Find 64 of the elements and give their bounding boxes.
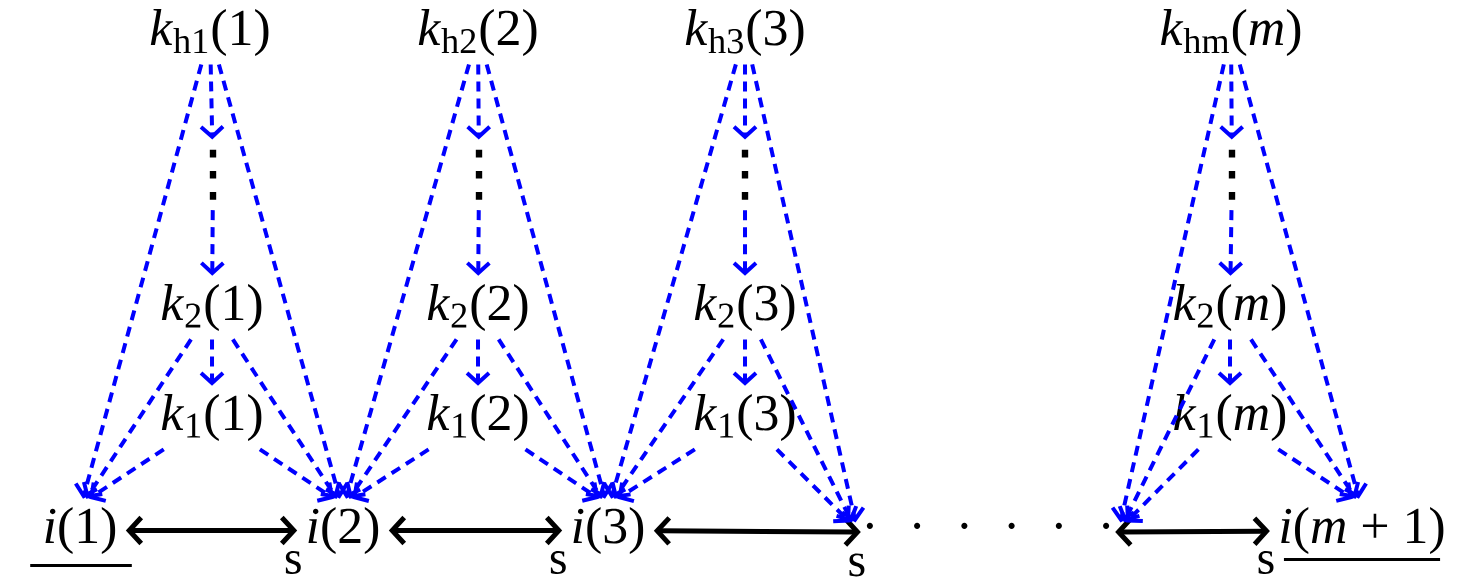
variable-label: k$_{2}$(3) [694,284,795,332]
dashed-arrow [200,210,225,276]
dashed-arrow [216,63,349,499]
dashed-arrow [602,63,738,499]
dashed-arrow [337,63,471,499]
vertical-ellipsis: ⋮ [209,149,217,200]
dashed-arrow [1125,448,1200,524]
vertical-ellipsis: ⋮ [741,149,749,200]
variable-label: i(m + 1) [1281,507,1444,554]
variable-label: k$_{2}$(2) [427,284,528,332]
dashed-arrow [199,64,225,140]
variable-label: k$_{h2}$(2) [418,9,537,57]
dashed-arrow [1237,63,1368,499]
dashed-arrow [231,338,342,499]
dashed-arrow [345,338,459,499]
dashed-arrow [524,447,599,503]
double-arrow [653,516,861,547]
dashed-arrow [258,447,334,503]
dashed-arrow [1117,338,1217,523]
vertical-ellipsis: ⋮ [475,149,483,200]
dashed-arrow [1218,210,1243,276]
dashed-arrow [465,339,491,386]
variable-label: k$_{1}$(1) [161,394,262,441]
dashed-arrow [497,338,607,499]
dashed-arrow [610,338,725,499]
variable-label: k$_{hm}$(m) [1161,9,1301,57]
variable-label: k$_{h3}$(3) [685,9,804,57]
horizontal-ellipsis: · · · · · · [866,522,1110,529]
double-arrow [388,515,563,546]
dashed-arrow [617,447,696,504]
edge-label: s [1258,551,1274,575]
dashed-arrow [81,338,193,499]
edge-label: s [550,551,566,575]
dashed-arrow [775,448,851,524]
dashed-arrow [1110,63,1226,523]
variable-label: k$_{2}$(m) [1174,284,1286,332]
edge-label: s [285,551,301,575]
dashed-arrow [1217,339,1243,386]
dashed-arrow [1277,447,1353,503]
dashed-arrow [759,338,859,523]
dashed-arrow [466,210,491,276]
vertical-ellipsis: ⋮ [1228,149,1236,200]
dashed-arrow [732,339,758,386]
variable-label: i(3) [573,507,644,554]
dashed-arrow [466,64,492,140]
dashed-arrow [732,210,758,276]
dashed-arrow [1219,64,1245,140]
double-arrow [125,515,298,546]
dashed-arrow [352,447,430,503]
variable-label: k$_{h1}$(1) [150,9,269,57]
variable-label: k$_{1}$(3) [694,394,795,441]
dashed-arrow [89,447,165,503]
dashed-arrow [199,339,225,386]
dashed-arrow [484,63,614,499]
dashed-arrow [750,63,866,523]
dashed-arrow [732,64,758,140]
variable-label: i(1) [45,507,116,554]
variable-label: i(2) [308,507,379,554]
dashed-arrow [74,63,204,499]
edge-label: s [849,553,865,577]
double-arrow [1115,516,1270,547]
dashed-arrow [1249,338,1361,499]
variable-label: k$_{1}$(2) [427,394,528,441]
variable-label: k$_{2}$(1) [161,284,262,332]
